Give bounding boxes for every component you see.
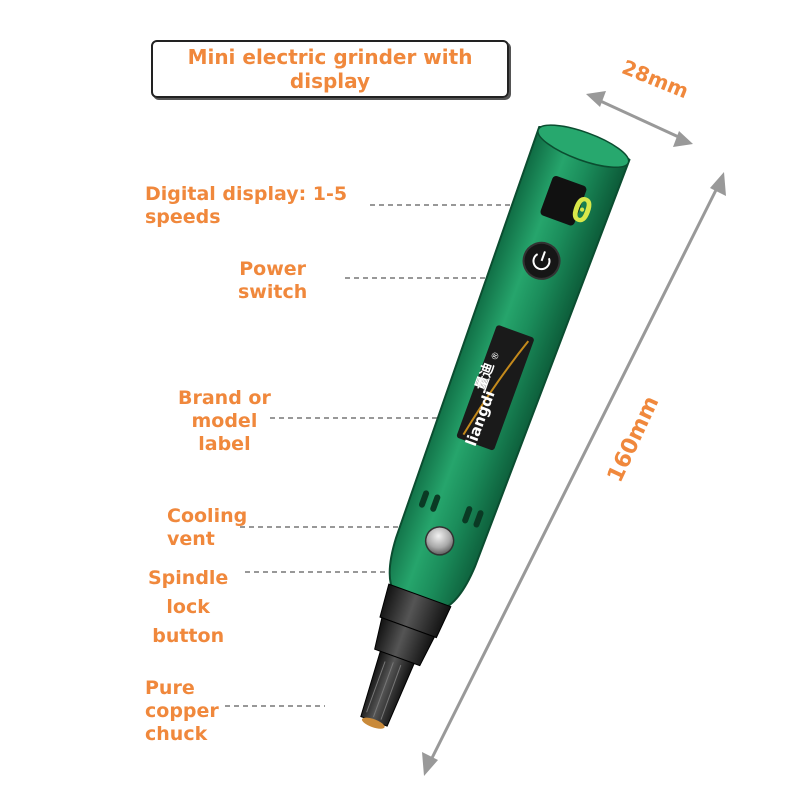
grinder-body — [360, 124, 631, 729]
power-icon — [532, 251, 551, 271]
page-title: Mini electric grinder with display — [151, 40, 509, 98]
cooling-vent — [418, 490, 484, 528]
digital-display — [540, 175, 587, 226]
label-cooling-vent: Cooling vent — [167, 505, 248, 550]
brand-label — [456, 325, 534, 451]
registered-mark: ® — [490, 350, 502, 362]
width-dimension-label: 28mm — [619, 55, 692, 103]
spindle-lock-button — [424, 526, 455, 556]
length-dimension-label: 160mm — [603, 392, 664, 486]
label-power-switch: Power switch — [238, 258, 308, 303]
label-copper-chuck: Pure copper chuck — [145, 677, 219, 745]
label-digital-display: Digital display: 1-5 speeds — [145, 183, 348, 228]
length-dimension-arrow — [422, 172, 726, 776]
width-dimension-arrow — [586, 91, 693, 147]
copper-chuck — [360, 650, 415, 729]
label-spindle-lock: Spindle lock button — [148, 567, 229, 647]
label-brand: Brand or model label — [178, 387, 271, 455]
